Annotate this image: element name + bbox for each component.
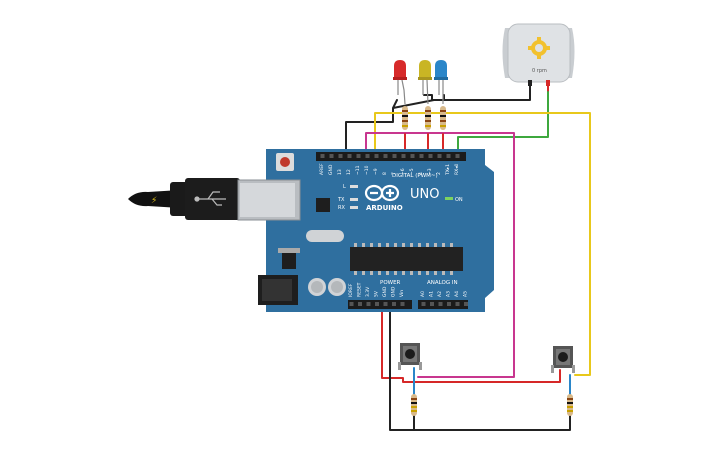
led-blue[interactable] <box>434 60 448 104</box>
crystal <box>306 230 344 242</box>
pin-label: AREF <box>319 163 325 175</box>
header-pin[interactable] <box>437 154 442 158</box>
header-pin[interactable] <box>338 154 343 158</box>
l-label: L <box>343 184 346 190</box>
pin-label: A1 <box>429 291 435 297</box>
wire-red-5v[interactable] <box>381 304 561 383</box>
header-pin[interactable] <box>446 154 451 158</box>
header-pin[interactable] <box>438 302 443 306</box>
arduino-logo <box>364 184 400 202</box>
pin-label: IOREF <box>348 283 354 297</box>
header-pin[interactable] <box>358 302 362 306</box>
pin-label: GND <box>391 286 397 297</box>
gear-icon <box>528 37 550 59</box>
pin-label: ~5 <box>409 168 415 175</box>
pin-label: Vin <box>399 290 405 297</box>
resistor-led3[interactable] <box>440 106 446 130</box>
arduino-board[interactable]: ARDUINO UNO ON L TX RX DIGITAL (PWM~) PO… <box>237 149 494 312</box>
tx-label: TX <box>337 197 345 203</box>
resistor-led1[interactable] <box>402 106 408 130</box>
header-pin[interactable] <box>374 154 379 158</box>
resistor-led2[interactable] <box>425 106 431 130</box>
analog-label: ANALOG IN <box>427 280 458 286</box>
pin-label: ~9 <box>373 168 379 175</box>
header-pin[interactable] <box>347 154 352 158</box>
pin-label: ~6 <box>400 168 406 175</box>
pin-label: 12 <box>346 169 352 175</box>
brand-label: ARDUINO <box>366 204 403 212</box>
pushbutton-right[interactable] <box>551 346 575 373</box>
power-header <box>348 300 412 309</box>
header-pin[interactable] <box>356 154 361 158</box>
wire-magenta[interactable] <box>365 132 515 378</box>
pin-label: GND <box>382 286 388 297</box>
pin-label: ~10 <box>364 165 370 175</box>
header-pin[interactable] <box>329 154 334 158</box>
digital-label: DIGITAL (PWM~) <box>392 173 438 179</box>
pin-label: ~11 <box>355 165 361 175</box>
header-pin[interactable] <box>421 302 426 306</box>
wire-green-motor[interactable] <box>457 91 549 158</box>
header-pin[interactable] <box>447 302 451 306</box>
header-pin[interactable] <box>455 154 460 158</box>
power-label: POWER <box>380 280 401 286</box>
resistor-button-left[interactable] <box>411 394 417 416</box>
header-pin[interactable] <box>392 302 396 306</box>
pin-label: 2 <box>436 172 442 175</box>
usb-connector-icon <box>194 191 226 206</box>
pin-label: RESET <box>357 282 363 297</box>
header-pin[interactable] <box>383 302 388 306</box>
header-pin[interactable] <box>464 302 468 306</box>
header-pin[interactable] <box>320 154 325 158</box>
pin-label: 8 <box>382 172 388 175</box>
pin-label: RX◂0 <box>454 164 460 175</box>
dc-motor[interactable]: 0 rpm <box>502 23 575 86</box>
pin-label: A2 <box>437 291 443 297</box>
rx-label: RX <box>338 205 345 211</box>
header-pin[interactable] <box>419 154 424 158</box>
wire-black-gnd-top[interactable] <box>345 81 531 158</box>
pin-label: A4 <box>454 291 460 297</box>
led-yellow[interactable] <box>418 60 432 105</box>
pin-label: TX▸1 <box>445 164 451 176</box>
pin-label: A0 <box>420 291 426 297</box>
header-pin[interactable] <box>455 302 460 306</box>
header-pin[interactable] <box>365 154 370 158</box>
header-pin[interactable] <box>430 302 434 306</box>
header-pin[interactable] <box>401 154 406 158</box>
usb-cable: ⚡ <box>128 178 240 220</box>
pin-label: A3 <box>446 291 452 297</box>
pin-label: 13 <box>337 169 343 175</box>
digital-header <box>316 152 466 161</box>
pin-label: 7 <box>391 172 397 175</box>
pin-label: 5V <box>374 290 380 297</box>
header-pin[interactable] <box>375 302 379 306</box>
header-pin[interactable] <box>366 302 371 306</box>
microcontroller-chip <box>350 247 463 271</box>
on-label: ON <box>455 197 463 203</box>
header-pin[interactable] <box>410 154 415 158</box>
svg-text:⚡: ⚡ <box>151 196 157 206</box>
pin-label: A5 <box>463 291 469 297</box>
header-pin[interactable] <box>392 154 397 158</box>
pushbutton-left[interactable] <box>398 343 422 370</box>
motor-rpm-label: 0 rpm <box>532 68 547 74</box>
resistor-button-right[interactable] <box>567 394 573 416</box>
header-pin[interactable] <box>383 154 388 158</box>
header-pin[interactable] <box>349 302 354 306</box>
header-pin[interactable] <box>428 154 433 158</box>
header-pin[interactable] <box>400 302 405 306</box>
pin-label: 4 <box>418 172 424 175</box>
led-red[interactable] <box>393 60 407 105</box>
pin-label: 3.3V <box>365 286 371 297</box>
pin-label: GND <box>328 164 334 175</box>
pin-label: ~3 <box>427 168 433 175</box>
wire-yellow[interactable] <box>374 112 591 376</box>
model-label: UNO <box>410 187 439 202</box>
analog-header <box>418 300 468 309</box>
